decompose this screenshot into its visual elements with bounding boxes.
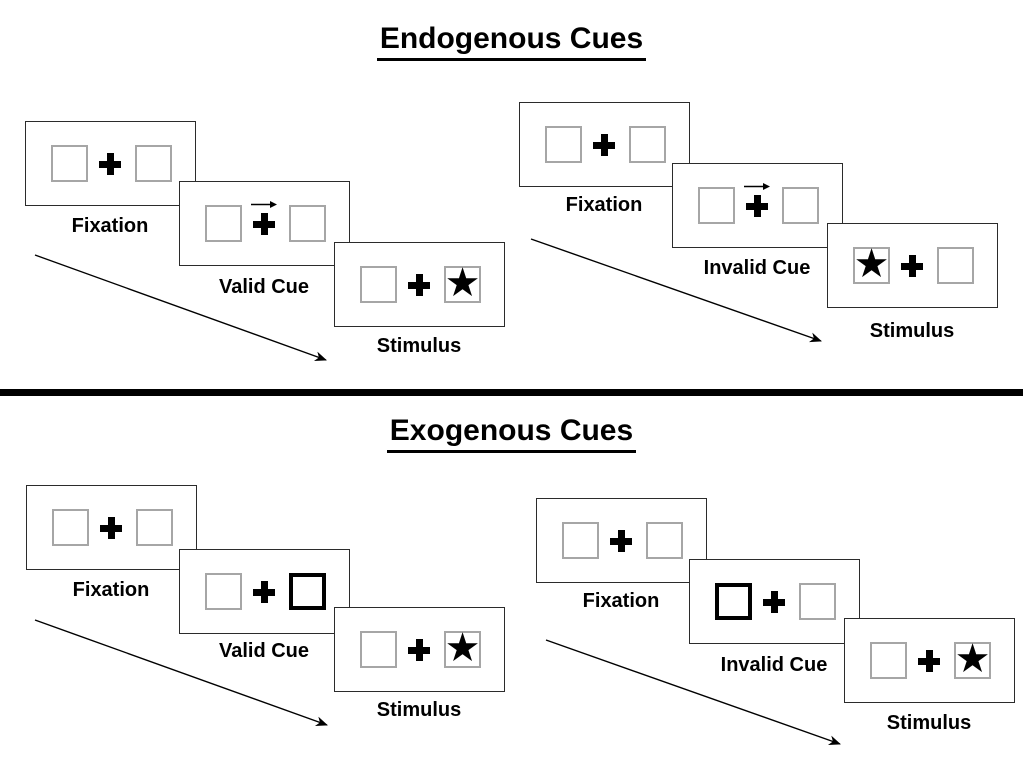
left-placeholder-box xyxy=(205,205,242,242)
endogenous-section-title: Endogenous Cues xyxy=(0,22,1023,61)
timeline-arrow-endo-invalid xyxy=(530,238,822,343)
endo-invalid-fixation-panel xyxy=(519,102,690,187)
panel-label: Fixation xyxy=(565,194,643,216)
star-stimulus-icon: ★ xyxy=(444,261,481,305)
right-target-box: ★ xyxy=(954,637,991,681)
star-stimulus-icon: ★ xyxy=(853,242,890,286)
exogenous-section-title: Exogenous Cues xyxy=(0,414,1023,453)
right-peripheral-cue-box xyxy=(289,573,326,610)
left-placeholder-box xyxy=(562,522,599,559)
panel-label: Stimulus xyxy=(376,699,462,721)
left-placeholder-box xyxy=(52,509,89,546)
panel-label: Stimulus xyxy=(376,335,462,357)
panel-label: Invalid Cue xyxy=(720,654,828,676)
fixation-cross-icon xyxy=(408,639,430,661)
right-placeholder-box xyxy=(799,583,836,620)
endogenous-title-text: Endogenous Cues xyxy=(376,22,647,61)
endo-valid-stimulus-panel: ★ xyxy=(334,242,505,327)
right-placeholder-box xyxy=(782,187,819,224)
fixation-cross-icon xyxy=(901,255,923,277)
fixation-cross-icon xyxy=(408,274,430,296)
timeline-arrow-endo-valid xyxy=(34,254,327,361)
exo-invalid-cue-panel xyxy=(689,559,860,644)
fixation-cross-icon xyxy=(99,153,121,175)
star-stimulus-icon: ★ xyxy=(954,637,991,681)
left-target-box: ★ xyxy=(853,242,890,286)
right-arrow-icon xyxy=(744,183,770,190)
fixation-cross-icon xyxy=(610,530,632,552)
endo-invalid-cue-panel xyxy=(672,163,843,248)
right-placeholder-box xyxy=(135,145,172,182)
fixation-cross-icon xyxy=(253,213,275,235)
panel-label: Stimulus xyxy=(886,712,972,734)
left-placeholder-box xyxy=(360,266,397,303)
exo-valid-cue-panel xyxy=(179,549,350,634)
right-target-box: ★ xyxy=(444,626,481,670)
fixation-cross-icon xyxy=(918,650,940,672)
right-placeholder-box xyxy=(937,247,974,284)
left-placeholder-box xyxy=(51,145,88,182)
panel-label: Fixation xyxy=(72,579,150,601)
right-placeholder-box xyxy=(289,205,326,242)
right-target-box: ★ xyxy=(444,261,481,305)
endo-invalid-stimulus-panel: ★ xyxy=(827,223,998,308)
exogenous-title-text: Exogenous Cues xyxy=(386,414,637,453)
exo-valid-stimulus-panel: ★ xyxy=(334,607,505,692)
panel-label: Invalid Cue xyxy=(703,257,811,279)
panel-label: Fixation xyxy=(71,215,149,237)
fixation-cross-icon xyxy=(763,591,785,613)
panel-label: Valid Cue xyxy=(218,640,310,662)
endo-valid-cue-panel xyxy=(179,181,350,266)
left-placeholder-box xyxy=(545,126,582,163)
right-placeholder-box xyxy=(629,126,666,163)
left-placeholder-box xyxy=(870,642,907,679)
right-placeholder-box xyxy=(136,509,173,546)
fixation-cross-icon xyxy=(100,517,122,539)
section-divider xyxy=(0,389,1023,396)
left-peripheral-cue-box xyxy=(715,583,752,620)
fixation-cross-icon xyxy=(253,581,275,603)
star-stimulus-icon: ★ xyxy=(444,626,481,670)
panel-label: Fixation xyxy=(582,590,660,612)
exo-valid-fixation-panel xyxy=(26,485,197,570)
fixation-cross-icon xyxy=(746,195,768,217)
exo-invalid-fixation-panel xyxy=(536,498,707,583)
fixation-cross-icon xyxy=(593,134,615,156)
left-placeholder-box xyxy=(698,187,735,224)
left-placeholder-box xyxy=(205,573,242,610)
exo-invalid-stimulus-panel: ★ xyxy=(844,618,1015,703)
endo-valid-fixation-panel xyxy=(25,121,196,206)
panel-label: Valid Cue xyxy=(218,276,310,298)
left-placeholder-box xyxy=(360,631,397,668)
right-placeholder-box xyxy=(646,522,683,559)
panel-label: Stimulus xyxy=(869,320,955,342)
timeline-arrow-exo-valid xyxy=(34,619,328,726)
right-arrow-icon xyxy=(251,201,277,208)
